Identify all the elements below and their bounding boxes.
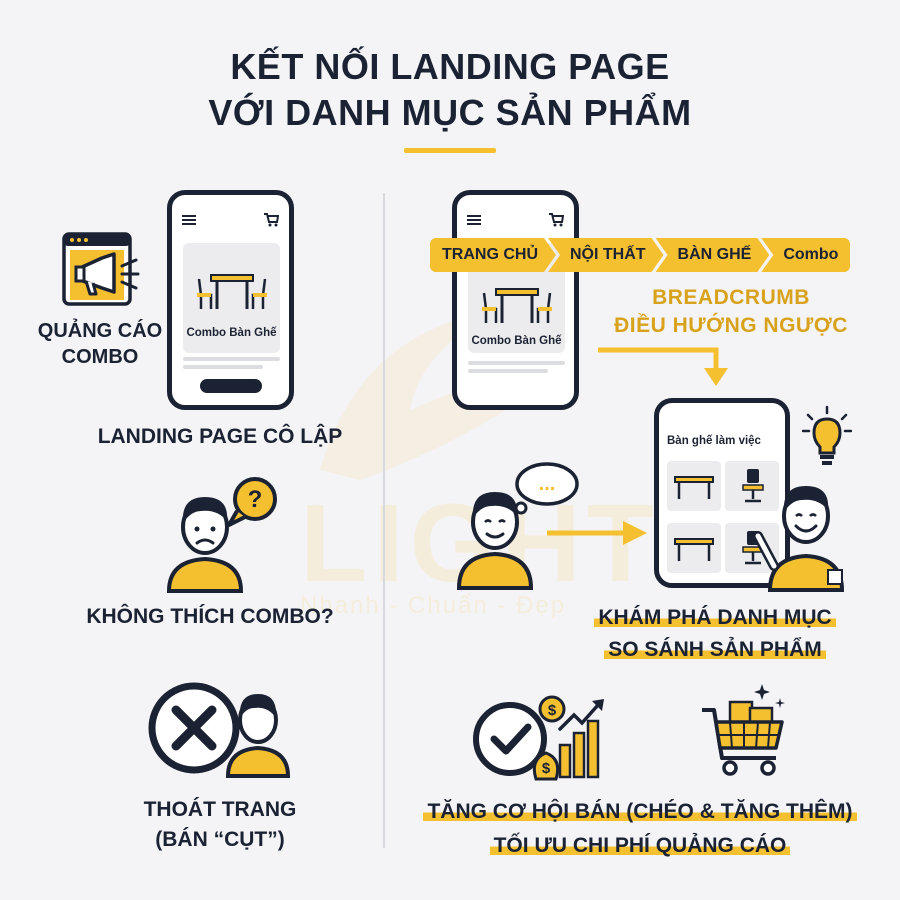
explore-line2: SO SÁNH SẢN PHẨM [604,638,826,661]
benefits-line1: TĂNG CƠ HỘI BÁN (CHÉO & TĂNG THÊM) [423,800,857,823]
happy-pointing-person-icon [753,486,845,592]
explore-label: KHÁM PHÁ DANH MỤC SO SÁNH SẢN PHẨM [565,602,865,666]
confused-person-icon: ? [166,477,277,593]
cart-icon [264,213,279,227]
text-line [468,361,565,365]
dislike-combo-label: KHÔNG THÍCH COMBO? [86,605,334,628]
question-mark: ? [248,486,263,513]
table-chairs-icon [197,274,267,309]
dollar-bag: $ [542,760,551,777]
desk-icon [674,476,714,499]
menu-icon [182,215,196,225]
ad-label-line2: COMBO [61,346,139,368]
buy-button[interactable] [200,379,262,393]
isolated-landing-label: LANDING PAGE CÔ LẬP [97,425,343,448]
column-divider [383,193,385,848]
text-line [468,369,548,373]
breadcrumb-item-combo[interactable]: Combo [761,238,851,272]
product-card[interactable]: Combo Bàn Ghế [183,243,280,353]
category-item-chair[interactable] [725,461,779,511]
benefits-label: TĂNG CƠ HỘI BÁN (CHÉO & TĂNG THÊM) TỐI Ư… [390,795,890,863]
breadcrumb-item-furniture[interactable]: NỘI THẤT [548,238,664,272]
category-title: Bàn ghế làm việc [667,435,761,447]
ad-label: QUẢNG CÁO COMBO [20,318,180,370]
exit-label: THOÁT TRANG (BÁN “CỤT”) [60,795,380,855]
shopping-cart-icon [702,684,785,776]
explore-line1: KHÁM PHÁ DANH MỤC [594,606,836,629]
dollar-coin: $ [548,702,557,719]
table-chairs-icon [482,288,552,323]
text-line [183,365,263,369]
watermark-tagline: Nhanh - Chuẩn - Đẹp [300,592,567,619]
office-chair-icon [742,469,764,503]
desk-icon [674,538,714,561]
title-underline [404,148,496,153]
watermark-bolt-icon [320,310,580,480]
breadcrumb-label: BREADCRUMB ĐIỀU HƯỚNG NGƯỢC [596,284,866,340]
category-item-desk-2[interactable] [667,523,721,573]
exit-label-line2: (BÁN “CỤT”) [155,828,285,851]
arrow-right-icon [547,521,647,545]
ad-label-line1: QUẢNG CÁO [37,320,163,342]
title-line-1: KẾT NỐI LANDING PAGE [230,46,670,87]
profit-growth-icon: $ $ [473,695,604,781]
breadcrumb: TRANG CHỦ NỘI THẤT BÀN GHẾ Combo [430,238,851,272]
thought-dots: ... [539,473,556,495]
title-line-2: VỚI DANH MỤC SẢN PHẨM [208,92,692,133]
thinking-person-icon: ... [456,462,579,590]
megaphone-icon [62,232,140,306]
text-line [183,357,280,361]
product-name: Combo Bàn Ghế [186,327,277,339]
breadcrumb-label-line2: ĐIỀU HƯỚNG NGƯỢC [614,314,848,337]
benefits-line2: TỐI ƯU CHI PHÍ QUẢNG CÁO [489,834,791,857]
breadcrumb-item-tables-chairs[interactable]: BÀN GHẾ [656,238,770,272]
exit-page-icon [148,682,291,778]
menu-icon [467,215,481,225]
lightbulb-icon [802,405,852,465]
exit-label-line1: THOÁT TRANG [143,798,297,821]
landing-page-phone-connected: Combo Bàn Ghế [452,190,579,410]
breadcrumb-item-home[interactable]: TRANG CHỦ [430,238,556,272]
landing-page-phone: Combo Bàn Ghế [167,190,294,410]
arrow-to-category-icon [598,347,728,386]
product-name: Combo Bàn Ghế [471,335,562,347]
category-item-desk[interactable] [667,461,721,511]
breadcrumb-label-line1: BREADCRUMB [652,286,810,309]
cart-icon [549,213,564,227]
